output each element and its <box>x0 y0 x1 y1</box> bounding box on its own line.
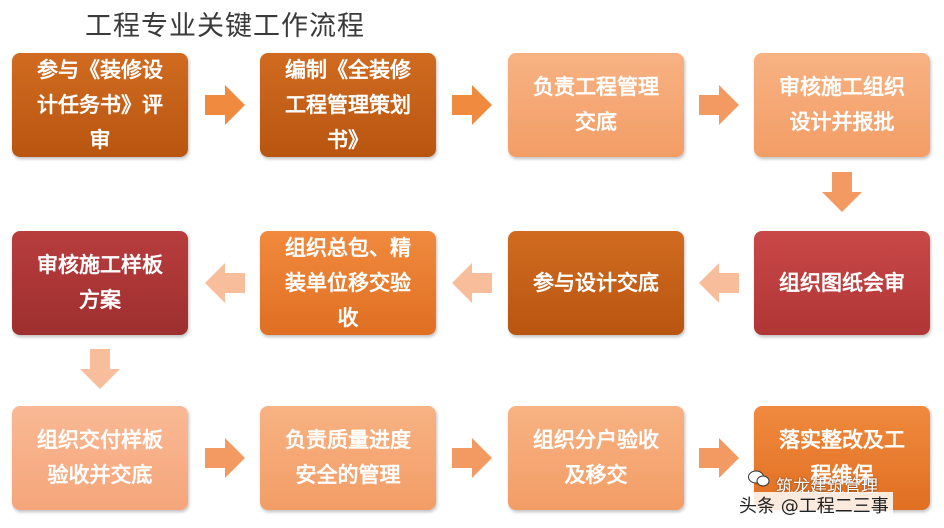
step-3-line-1: 负责工程管理 <box>533 75 659 99</box>
step-7-line-3: 收 <box>337 305 359 330</box>
watermark-line-2: 头条 @工程二三事 <box>735 492 893 518</box>
step-8-box: 审核施工样板 方案 <box>12 231 188 335</box>
step-11-box: 组织分户验收 及移交 <box>508 406 684 510</box>
wechat-icon <box>748 470 770 492</box>
step-2-box: 编制《全装修 工程管理策划 书》 <box>260 53 436 157</box>
arrow-icon <box>699 263 739 303</box>
step-8-line-1: 审核施工样板 <box>37 253 163 277</box>
step-1-line-3: 审 <box>89 127 111 152</box>
step-2-line-3: 书》 <box>327 127 369 152</box>
arrow-icon <box>452 438 492 478</box>
step-10-line-1: 负责质量进度 <box>285 428 411 452</box>
step-3-box: 负责工程管理 交底 <box>508 53 684 157</box>
arrow-icon <box>452 85 492 125</box>
arrow-icon <box>80 349 120 389</box>
step-8-line-2: 方案 <box>79 288 121 312</box>
step-3-line-2: 交底 <box>575 110 617 134</box>
step-4-line-2: 设计并报批 <box>789 110 895 134</box>
arrow-icon <box>699 85 739 125</box>
step-7-box: 组织总包、精 装单位移交验 收 <box>260 231 436 335</box>
arrow-icon <box>205 85 245 125</box>
step-9-box: 组织交付样板 验收并交底 <box>12 406 188 510</box>
step-7-line-2: 装单位移交验 <box>285 270 411 295</box>
step-1-line-1: 参与《装修设 <box>37 57 163 82</box>
arrow-icon <box>822 172 862 212</box>
step-7-line-1: 组织总包、精 <box>285 235 411 260</box>
arrow-icon <box>699 438 739 478</box>
step-2-line-2: 工程管理策划 <box>285 92 411 117</box>
step-10-box: 负责质量进度 安全的管理 <box>260 406 436 510</box>
page-title: 工程专业关键工作流程 <box>85 11 365 42</box>
step-9-line-2: 验收并交底 <box>47 463 153 487</box>
arrow-icon <box>452 263 492 303</box>
step-11-line-2: 及移交 <box>564 463 628 487</box>
step-9-line-1: 组织交付样板 <box>37 428 163 452</box>
step-4-box: 审核施工组织 设计并报批 <box>754 53 930 157</box>
step-6-box: 参与设计交底 <box>508 231 684 335</box>
step-2-line-1: 编制《全装修 <box>285 57 411 82</box>
step-5-line-1: 组织图纸会审 <box>779 270 905 295</box>
step-12-line-2: 程维保 <box>810 463 874 487</box>
arrow-icon <box>205 263 245 303</box>
step-5-box: 组织图纸会审 <box>754 231 930 335</box>
step-1-line-2: 计任务书》评 <box>37 92 163 117</box>
step-12-line-1: 落实整改及工 <box>779 428 905 452</box>
step-4-line-1: 审核施工组织 <box>779 75 905 99</box>
step-10-line-2: 安全的管理 <box>295 463 401 487</box>
step-6-line-1: 参与设计交底 <box>533 270 659 295</box>
step-1-box: 参与《装修设 计任务书》评 审 <box>12 53 188 157</box>
step-11-line-1: 组织分户验收 <box>533 428 659 452</box>
arrow-icon <box>205 438 245 478</box>
